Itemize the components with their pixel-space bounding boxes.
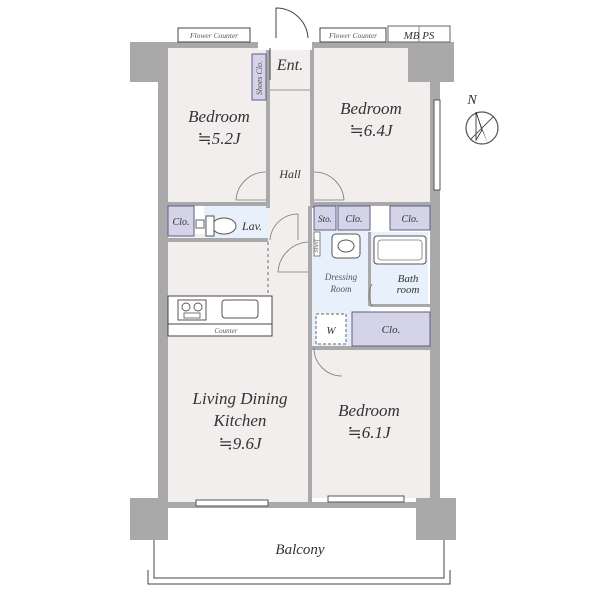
wall-south	[168, 502, 416, 508]
bathtub	[373, 235, 427, 265]
door-bathroom	[368, 283, 373, 307]
flower-counter-left	[177, 27, 251, 43]
compass-north-label: N	[466, 93, 477, 108]
washer-label: W	[326, 325, 336, 337]
wall-interior-4	[312, 202, 430, 206]
washbasin	[331, 233, 361, 259]
window-ldk	[195, 499, 269, 507]
wall-north-left	[168, 42, 258, 48]
shoes-closet-label: Shoes Clo.	[255, 61, 264, 95]
washbasin-bowl-icon	[337, 239, 355, 253]
wall-interior-3	[168, 202, 268, 206]
wall-interior-5	[308, 206, 312, 502]
bathroom-label-2: room	[397, 284, 420, 296]
wall-east	[430, 42, 440, 504]
window-east	[433, 99, 441, 191]
bedroom-nw-label: Bedroom	[188, 107, 250, 126]
bedroom-se-label: Bedroom	[338, 401, 400, 420]
bathroom-label-1: Bath	[398, 273, 419, 285]
bedroom-se-floor	[312, 348, 430, 498]
closet-right-label: Clo.	[402, 214, 419, 225]
flower-counter-left-label: Flower Counter	[189, 31, 238, 40]
closet-left-label: Clo.	[173, 217, 190, 228]
burner-icon	[193, 302, 203, 312]
hall-label: Hall	[278, 167, 301, 181]
closet-left	[167, 205, 195, 237]
wall-interior-9	[370, 304, 430, 307]
toilet-tank-icon	[205, 215, 215, 237]
ldk-size: ≒9.6J	[218, 434, 262, 453]
closet-mid	[337, 205, 371, 231]
balcony-label: Balcony	[275, 542, 324, 558]
bedroom-ne-size: ≒6.4J	[349, 121, 393, 140]
shelf-label: Shelf	[313, 238, 320, 252]
bedroom-nw-size: ≒5.2J	[197, 129, 241, 148]
closet-right	[389, 205, 431, 231]
dressing-room-label-2: Room	[330, 284, 352, 294]
wall-north-right	[312, 42, 408, 48]
door-bedroom-se	[313, 347, 343, 377]
door-bedroom-ne	[313, 171, 345, 201]
balcony-railing	[153, 540, 445, 579]
lavatory-label: Lav.	[241, 219, 262, 233]
ldk-floor	[168, 234, 268, 504]
entrance-label: Ent.	[276, 57, 303, 74]
lavatory-sink-valve	[195, 219, 205, 229]
dressing-room-label-1: Dressing	[324, 272, 358, 282]
closet-lower-label: Clo.	[382, 324, 401, 336]
burner-icon	[181, 302, 191, 312]
ldk-label-2: Kitchen	[213, 411, 267, 430]
bathtub-inner	[377, 239, 423, 261]
mb-ps-label: MB PS	[403, 30, 435, 42]
wall-interior-2	[310, 48, 314, 208]
closet-mid-label: Clo.	[346, 214, 363, 225]
wall-interior-8	[368, 232, 371, 306]
shoes-closet	[251, 53, 267, 101]
compass-icon: N	[465, 93, 499, 145]
flower-counter-right	[319, 27, 387, 43]
ldk-label-1: Living Dining	[192, 389, 288, 408]
wall-interior-6	[312, 346, 430, 350]
bedroom-se-size: ≒6.1J	[347, 423, 391, 442]
entrance-opening	[258, 40, 312, 50]
toilet-icon	[211, 217, 237, 235]
closet-lower	[351, 311, 431, 347]
ldk-floor-2	[268, 240, 312, 504]
door-ldk	[277, 241, 309, 273]
door-lavatory	[269, 213, 299, 241]
wall-interior-7	[168, 238, 268, 242]
grill-icon	[183, 312, 201, 319]
bedroom-nw-floor	[168, 46, 268, 204]
kitchen-sink	[221, 299, 259, 319]
counter-label: Counter	[215, 327, 238, 335]
storage-small	[313, 205, 337, 231]
stove	[177, 299, 207, 321]
wall-column-sw	[130, 498, 168, 540]
bedroom-ne-label: Bedroom	[340, 99, 402, 118]
counter-strip	[167, 323, 273, 337]
storage-small-label: Sto.	[318, 214, 332, 224]
balcony-railing-outer	[147, 570, 451, 585]
entrance-door	[275, 7, 309, 39]
wall-west	[158, 42, 168, 504]
wall-interior-1	[266, 48, 270, 208]
wall-column-se	[416, 498, 456, 540]
flower-counter-right-label: Flower Counter	[328, 31, 377, 40]
window-bedroom-se	[327, 495, 405, 503]
washer-space	[315, 313, 347, 345]
door-bedroom-nw	[235, 171, 267, 201]
shelf	[313, 231, 321, 257]
